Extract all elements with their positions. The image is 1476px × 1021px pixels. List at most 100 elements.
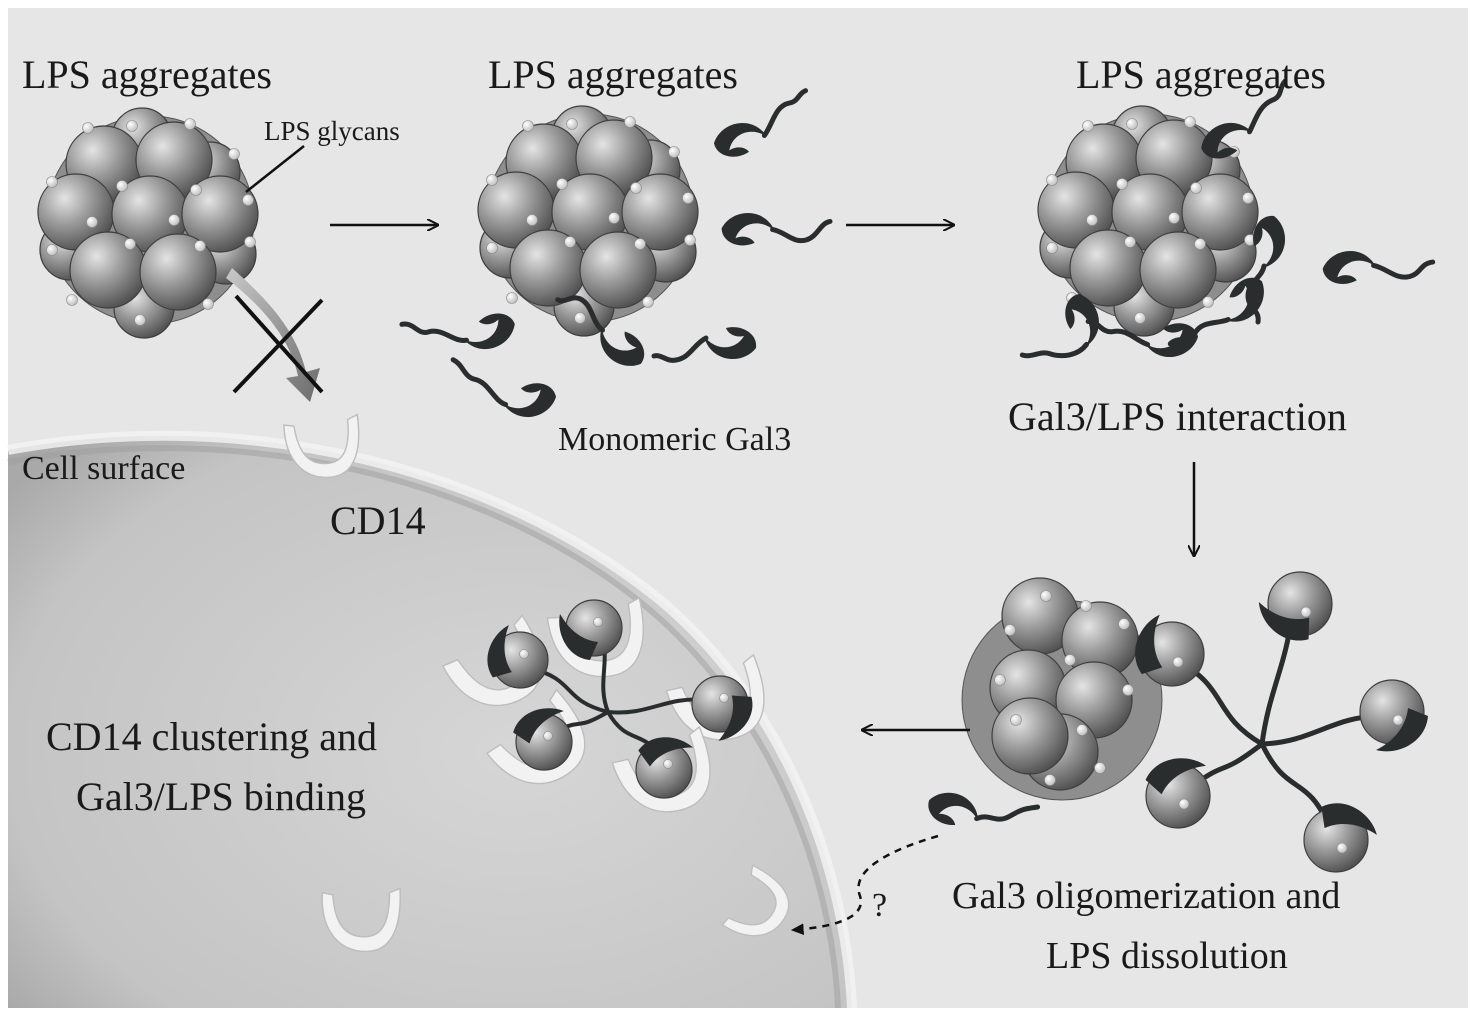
lps-glycan [1126,118,1138,130]
lps-glycan [1046,242,1058,254]
lps-aggregate-intact [37,107,259,339]
lps-glycan [1080,600,1092,612]
lps-glycan [194,240,206,252]
gal3-cap [1145,758,1207,795]
lps-glycan [86,216,98,228]
lps-micelle [1139,231,1217,309]
lps-glycan [506,292,518,304]
lps-glycan [1190,182,1202,194]
lps-glycan [46,244,58,256]
lps-glycan [994,674,1006,686]
lps-glycan [556,178,568,190]
label-cell-surface: Cell surface [22,450,185,487]
cd14-cluster [441,596,765,813]
cd14-receptor-cluster [441,614,542,707]
lps-glycan [1044,774,1056,786]
label-oligomerization-line1: Gal3 oligomerization and [952,875,1340,917]
lps-glycan [1094,762,1106,774]
lps-glycan [526,214,538,226]
label-lps-aggregates-3: LPS aggregates [1076,52,1326,97]
lps-glycan [184,118,196,130]
lps-glycan [1172,656,1184,668]
lps-glycan [190,184,202,196]
lps-glycan [1184,116,1196,128]
lps-glycan [1116,178,1128,190]
lps-glycan [1040,590,1052,602]
gal3-monomer [450,357,557,417]
lps-glycan [1118,618,1130,630]
lps-glycan [543,731,553,741]
lps-glycan [242,194,254,206]
lps-glycan [168,214,180,226]
lps-glycan [668,146,680,158]
label-oligomerization-line2: LPS dissolution [1046,935,1288,977]
gal3-cap [559,614,598,660]
lps-glycan [1168,212,1180,224]
lps-glycan [1134,312,1146,324]
lps-micelle [579,231,657,309]
gal3-cap [1135,614,1163,675]
lps-glycan [1122,684,1134,696]
lps-glycan [634,238,646,250]
lps-glycan [682,192,694,204]
gal3-monomer [555,295,645,366]
cd14-receptor [321,887,401,953]
gal3-oligomer [1135,571,1428,873]
lps-glycan [486,242,498,254]
lps-glycan [1124,236,1136,248]
lps-glycan [116,180,128,192]
lps-glycan [1082,120,1094,132]
lps-glycan [82,122,94,134]
lps-glycan [486,174,498,186]
lps-glycan [684,234,696,246]
label-cd14-clustering-line2: Gal3/LPS binding [76,774,366,819]
label-lps-aggregates-2: LPS aggregates [488,52,738,97]
blocked-binding-arrow [226,268,324,402]
lps-micelle [621,173,699,251]
label-cd14: CD14 [330,498,426,543]
lps-glycan [1300,606,1312,618]
lps-glycan [1392,714,1404,726]
gal3-cap [487,624,512,678]
lps-glycan [1202,296,1214,308]
lps-glycan [46,176,58,188]
lps-glycan [522,120,534,132]
lps-glycan [642,296,654,308]
label-lps-glycans: LPS glycans [264,116,400,146]
gal3-cap [1258,601,1310,641]
cd14-receptor [721,864,790,937]
lps-micelle [991,697,1069,775]
lps-glycan [1076,724,1088,736]
gal3-monomer [721,213,833,246]
lps-glycan [202,298,214,310]
gal3-monomer [399,313,515,349]
gal3-monomer [1019,293,1099,359]
lps-glycan [126,120,138,132]
gal3-monomer [1245,215,1286,325]
gal3-monomer [713,88,809,157]
lps-glycan [228,148,240,160]
lps-glycan [66,294,78,306]
lps-aggregate-gal3-bound [1037,105,1259,337]
lps-glycan [564,236,576,248]
label-lps-aggregates-1: LPS aggregates [22,52,272,97]
label-monomeric-gal3: Monomeric Gal3 [558,421,791,458]
cd14-receptors [283,413,790,953]
gal3-cap [1321,803,1377,835]
gal3-monomer [1201,78,1288,159]
lps-glycan [719,693,729,703]
lps-glycan [244,236,256,248]
label-cd14-clustering-line1: CD14 clustering and [46,714,377,759]
lps-glycan [624,116,636,128]
label-gal3-lps-interaction: Gal3/LPS interaction [1008,394,1347,439]
lps-glycan [1046,174,1058,186]
lps-glycan [566,118,578,130]
gal3-cap [1376,708,1428,752]
gal3-monomer [1085,318,1199,357]
lps-glycan [608,212,620,224]
lps-glycan [630,182,642,194]
lps-micelle [181,175,259,253]
gal3-cap [718,695,753,741]
